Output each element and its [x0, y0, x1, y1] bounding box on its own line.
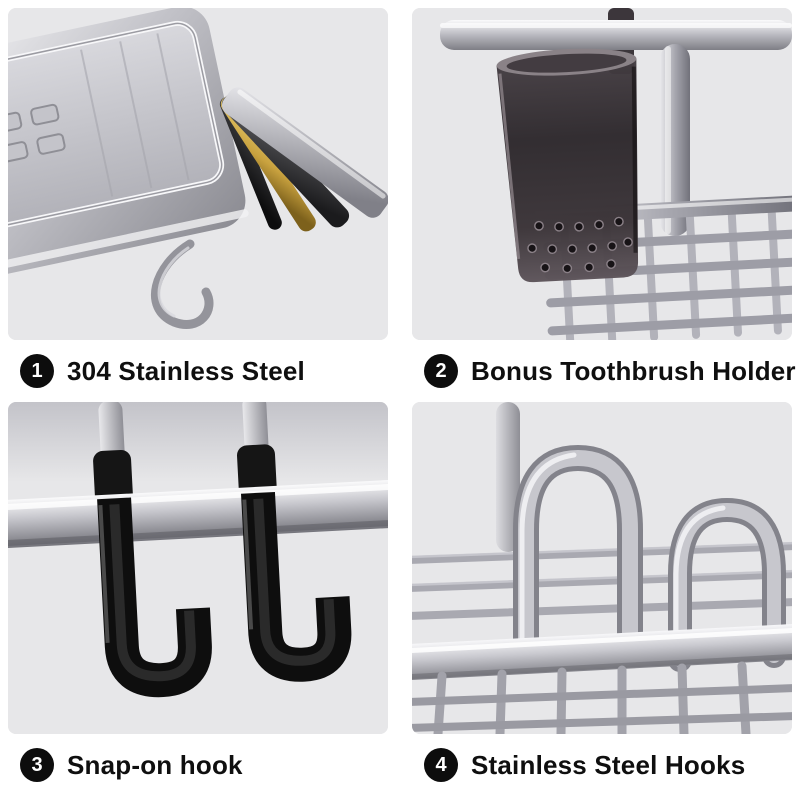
steel-hook-arches: [513, 444, 786, 672]
feature-number-badge-1: 1: [20, 354, 54, 388]
arch-hook-right: [668, 497, 786, 672]
feature-label-3: Snap-on hook: [67, 749, 243, 780]
shelf-wire-hook: [151, 239, 214, 329]
feature-card-1: 1 304 Stainless Steel: [8, 8, 388, 402]
feature-number-badge-4: 4: [424, 748, 458, 782]
feature-caption-2: 2 Bonus Toothbrush Holder: [412, 340, 796, 402]
steel-shelf: [8, 8, 249, 278]
feature-photo-steel-hooks: [412, 402, 792, 734]
hook-cap-left: [93, 449, 133, 507]
shelf-post-left: [98, 402, 125, 461]
feature-caption-1: 1 304 Stainless Steel: [8, 340, 388, 402]
toothbrush-cup: [496, 48, 639, 283]
feature-label-2: Bonus Toothbrush Holder: [471, 355, 796, 386]
feature-photo-stainless-steel: [8, 8, 388, 340]
back-wires: [412, 542, 792, 620]
toothbrush-holder-illustration: [412, 8, 792, 340]
lower-horizontal-wires: [412, 684, 792, 732]
steel-hooks-illustration: [412, 402, 792, 734]
hanging-bar: [8, 479, 388, 549]
feature-number-badge-2: 2: [424, 354, 458, 388]
feature-caption-4: 4 Stainless Steel Hooks: [412, 734, 792, 796]
feature-label-1: 304 Stainless Steel: [67, 355, 305, 386]
stainless-steel-illustration: [8, 8, 388, 340]
feature-card-2: 2 Bonus Toothbrush Holder: [412, 8, 796, 402]
arch-hook-left: [513, 444, 643, 667]
feature-number-badge-3: 3: [20, 748, 54, 782]
shelf-latches: [8, 103, 66, 163]
drain-holes: [527, 216, 633, 274]
feature-card-3: 3 Snap-on hook: [8, 402, 388, 796]
snap-hook-left: [97, 497, 212, 698]
material-layer-strips: [219, 87, 388, 232]
snap-on-hook-illustration: [8, 402, 388, 734]
feature-label-4: Stainless Steel Hooks: [471, 749, 746, 780]
snap-hook-right: [240, 491, 352, 682]
shelf-post-right: [242, 402, 269, 455]
feature-photo-snap-on-hook: [8, 402, 388, 734]
feature-card-4: 4 Stainless Steel Hooks: [412, 402, 792, 796]
feature-photo-toothbrush-holder: [412, 8, 792, 340]
feature-caption-3: 3 Snap-on hook: [8, 734, 388, 796]
